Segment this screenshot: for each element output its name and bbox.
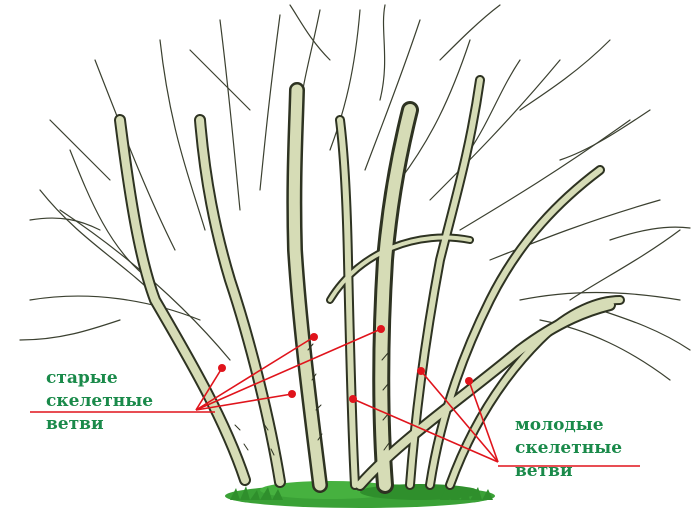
label-line: молодые xyxy=(515,414,622,437)
old-skeletal-branches-label: старые скелетные ветви xyxy=(46,367,153,436)
label-line: ветви xyxy=(515,460,622,483)
young-skeletal-branches-label: молодые скелетные ветви xyxy=(515,414,622,483)
label-line: скелетные xyxy=(46,390,153,413)
label-line: старые xyxy=(46,367,153,390)
label-line: скелетные xyxy=(515,437,622,460)
thin-twigs xyxy=(20,5,690,380)
label-line: ветви xyxy=(46,413,153,436)
